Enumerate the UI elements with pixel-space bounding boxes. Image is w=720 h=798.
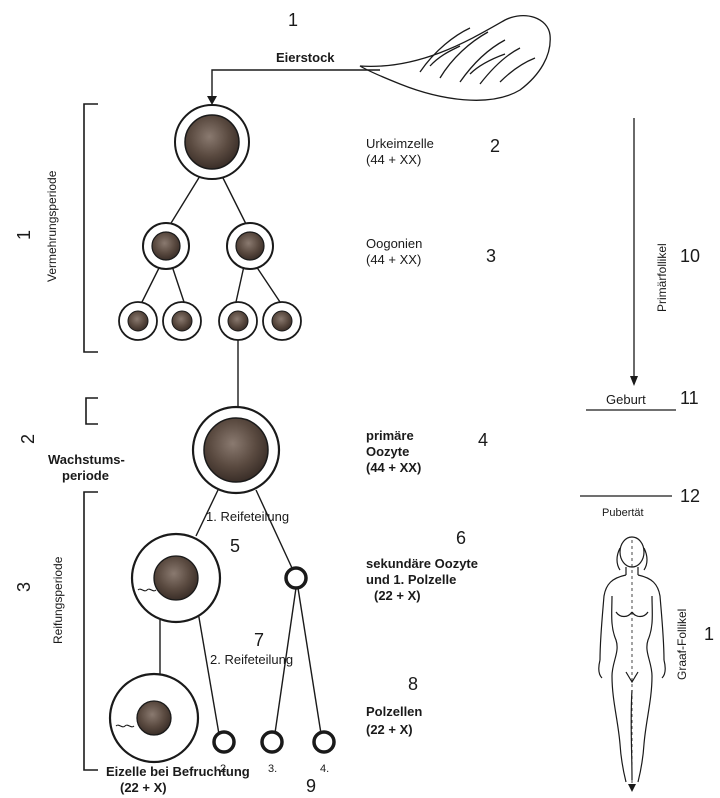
ovary-arrow-head [207, 96, 217, 105]
urkeimzelle-label: Urkeimzelle [366, 136, 434, 151]
step-number-3: 3 [486, 246, 496, 266]
period-wachstum-label-2: periode [62, 468, 109, 483]
step-number-8: 8 [408, 674, 418, 694]
primaere-label-1: primäre [366, 428, 414, 443]
polzelle-3-cell [262, 732, 282, 752]
eizelle-cell [110, 674, 198, 762]
primaere-label-2: Oozyte [366, 444, 409, 459]
sekundaere-oozyte-cell [132, 534, 220, 622]
eizelle-karyotype: (22 + X) [120, 780, 167, 795]
period-vermehrung-label: Vermehrungsperiode [45, 170, 59, 282]
sekundaere-label-2: und 1. Polzelle [366, 572, 456, 587]
polcell-label-3: 3. [268, 763, 277, 775]
period-wachstum-mark: 2 [18, 434, 38, 444]
figure-axis-arrow-head [628, 784, 636, 792]
bracket-wachstum [86, 398, 98, 424]
polzellen-karyotype: (22 + X) [366, 722, 413, 737]
eizelle-label: Eizelle bei Befruchtung [106, 764, 250, 779]
sekundaere-karyotype: (22 + X) [374, 588, 421, 603]
polzellen-label: Polzellen [366, 704, 422, 719]
ovary-icon [360, 16, 550, 101]
primaere-oozyte-cell [193, 407, 279, 493]
polzelle-2-cell [214, 732, 234, 752]
period-vermehrung-mark: 1 [14, 230, 34, 240]
polzelle-1-cell [286, 568, 306, 588]
oogonie-cell [143, 223, 189, 269]
division-first-label: 1. Reifeteilung [206, 509, 289, 524]
timeline-arrow-head [630, 376, 638, 386]
oogonien-label: Oogonien [366, 236, 422, 251]
urkeimzelle-cell [175, 105, 249, 179]
geburt-label: Geburt [606, 392, 646, 407]
step-number-9: 9 [306, 776, 316, 796]
step-number-1: 1 [288, 10, 298, 30]
oogonie-small-cell [263, 302, 301, 340]
step-number-11: 11 [680, 388, 699, 408]
oogonie-small-cell [219, 302, 257, 340]
step-number-12: 12 [680, 486, 700, 506]
polcell-label-4: 4. [320, 763, 329, 775]
sekundaere-label-1: sekundäre Oozyte [366, 556, 478, 571]
polzelle-4-cell [314, 732, 334, 752]
pubertaet-label: Pubertät [602, 507, 644, 519]
step-number-2: 2 [490, 136, 500, 156]
division-second-label: 2. Reifeteilung [210, 652, 293, 667]
urkeimzelle-karyotype: (44 + XX) [366, 152, 421, 167]
step-number-6: 6 [456, 528, 466, 548]
bracket-vermehrung [84, 104, 98, 352]
step-number-4: 4 [478, 430, 488, 450]
primaere-karyotype: (44 + XX) [366, 460, 421, 475]
division-second-number: 7 [254, 630, 264, 650]
step-number-graaf: 1 [704, 624, 714, 644]
oogonie-cell [227, 223, 273, 269]
period-reifung-label: Reifungsperiode [51, 556, 65, 644]
period-reifung-mark: 3 [14, 582, 34, 592]
oogonien-karyotype: (44 + XX) [366, 252, 421, 267]
primaerfollikel-label: Primärfollikel [655, 243, 669, 312]
oogonie-small-cell [119, 302, 157, 340]
division-first-number: 5 [230, 536, 240, 556]
graaf-follikel-label: Graaf-Follikel [675, 609, 689, 680]
period-wachstum-label-1: Wachstums- [48, 452, 125, 467]
ovary-arrow [212, 70, 380, 98]
bracket-reifung [84, 492, 98, 770]
oogonie-small-cell [163, 302, 201, 340]
step-number-10: 10 [680, 246, 700, 266]
ovary-label: Eierstock [276, 50, 335, 65]
